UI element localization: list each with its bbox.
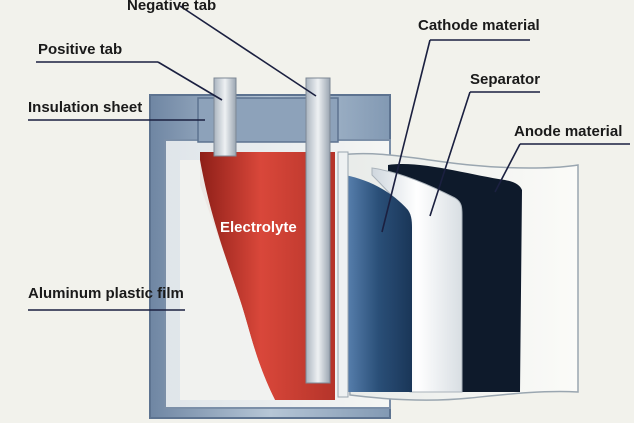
leader-cathode-material xyxy=(381,39,431,233)
electrolyte-region xyxy=(200,152,335,400)
label-aluminum-plastic-film: Aluminum plastic film xyxy=(28,285,184,302)
label-separator: Separator xyxy=(470,71,540,88)
label-insulation-sheet: Insulation sheet xyxy=(28,99,142,116)
label-negative-tab: Negative tab xyxy=(127,0,216,14)
negative-tab-shape xyxy=(305,77,331,384)
leader-separator xyxy=(429,91,471,217)
leader-anode-material xyxy=(494,143,521,193)
positive-tab-shape xyxy=(213,77,237,157)
label-cathode-material: Cathode material xyxy=(418,17,540,34)
label-positive-tab: Positive tab xyxy=(38,41,122,58)
leader-positive-tab-2 xyxy=(157,61,223,101)
label-electrolyte: Electrolyte xyxy=(220,219,297,236)
separator-layer xyxy=(371,167,463,393)
leader-negative-tab xyxy=(179,5,317,97)
electrolyte-wave xyxy=(180,160,275,400)
anode-layer xyxy=(388,163,522,392)
front-edge xyxy=(337,151,349,398)
label-anode-material: Anode material xyxy=(514,123,622,140)
cathode-layer xyxy=(345,175,412,392)
